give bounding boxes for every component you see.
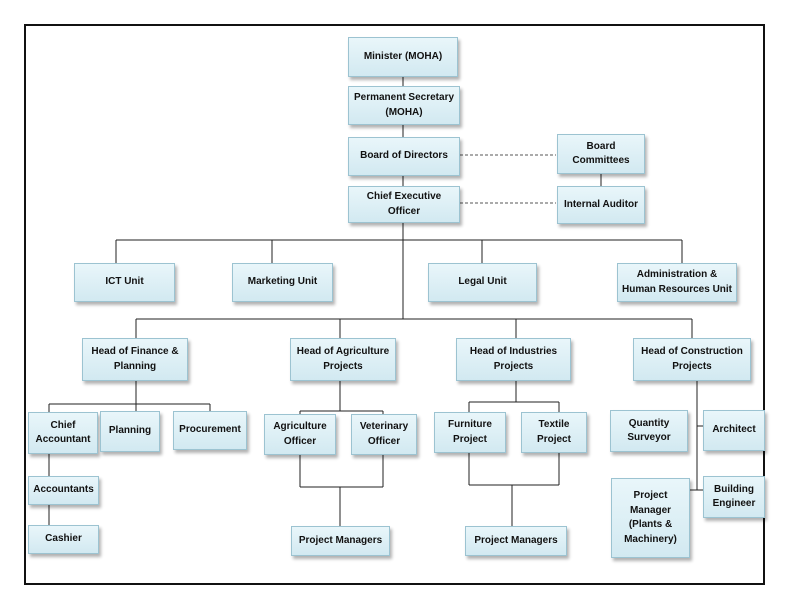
node-ict-unit: ICT Unit <box>74 263 175 302</box>
node-planning-label: Planning <box>108 425 152 437</box>
node-furniture-project: Furniture Project <box>434 412 506 453</box>
node-head-industries: Head of Industries Projects <box>456 338 571 381</box>
node-head-finance: Head of Finance & Planning <box>82 338 188 381</box>
node-building-engineer-label: Building Engineer <box>712 483 756 510</box>
node-planning: Planning <box>100 411 160 452</box>
node-legal-unit: Legal Unit <box>428 263 537 302</box>
node-board-committees: Board Committees <box>557 134 645 174</box>
node-architect-label: Architect <box>712 424 756 436</box>
node-minister: Minister (MOHA) <box>348 37 458 77</box>
node-minister-label: Minister (MOHA) <box>363 50 443 62</box>
node-admin-hr-unit: Administration & Human Resources Unit <box>617 263 737 302</box>
node-permanent-secretary: Permanent Secretary (MOHA) <box>348 86 460 125</box>
node-procurement: Procurement <box>173 411 247 450</box>
node-head-construction-label: Head of Construction Projects <box>641 346 743 372</box>
node-quantity-surveyor: Quantity Surveyor <box>610 410 688 452</box>
node-chief-executive-officer-label: Chief Executive Officer <box>366 191 442 217</box>
node-project-manager-plants-label: Project Manager (Plants & Machinery) <box>624 490 677 545</box>
node-procurement-label: Procurement <box>179 424 241 436</box>
node-agriculture-officer-label: Agriculture Officer <box>273 421 327 447</box>
node-furniture-project-label: Furniture Project <box>448 419 492 445</box>
diagram-frame <box>24 24 765 585</box>
node-accountants-label: Accountants <box>33 484 94 496</box>
node-veterinary-officer: Veterinary Officer <box>351 414 417 455</box>
node-legal-unit-label: Legal Unit <box>458 276 507 288</box>
node-cashier-label: Cashier <box>45 533 82 545</box>
node-agriculture-project-managers: Project Managers <box>291 526 390 556</box>
node-textile-project: Textile Project <box>521 412 587 453</box>
node-veterinary-officer-label: Veterinary Officer <box>359 421 409 447</box>
node-agriculture-officer: Agriculture Officer <box>264 414 336 455</box>
node-chief-accountant: Chief Accountant <box>28 412 98 454</box>
node-head-industries-label: Head of Industries Projects <box>469 346 558 372</box>
node-board-committees-label: Board Committees <box>572 140 630 167</box>
node-head-agriculture: Head of Agriculture Projects <box>290 338 396 381</box>
node-industries-project-managers: Project Managers <box>465 526 567 556</box>
node-building-engineer: Building Engineer <box>703 476 765 518</box>
node-ict-unit-label: ICT Unit <box>105 276 144 288</box>
node-board-of-directors-label: Board of Directors <box>360 150 448 162</box>
node-head-agriculture-label: Head of Agriculture Projects <box>296 346 390 372</box>
node-agriculture-project-managers-label: Project Managers <box>298 534 383 546</box>
node-chief-accountant-label: Chief Accountant <box>35 419 91 446</box>
node-industries-project-managers-label: Project Managers <box>474 534 558 546</box>
node-internal-auditor: Internal Auditor <box>557 186 645 224</box>
node-cashier: Cashier <box>28 525 99 554</box>
node-admin-hr-unit-label: Administration & Human Resources Unit <box>621 269 733 295</box>
node-quantity-surveyor-label: Quantity Surveyor <box>627 417 671 444</box>
node-permanent-secretary-label: Permanent Secretary (MOHA) <box>353 92 455 118</box>
node-accountants: Accountants <box>28 476 99 505</box>
node-marketing-unit-label: Marketing Unit <box>247 276 318 288</box>
node-internal-auditor-label: Internal Auditor <box>563 198 639 210</box>
node-textile-project-label: Textile Project <box>537 419 571 445</box>
node-head-finance-label: Head of Finance & Planning <box>91 346 179 372</box>
node-board-of-directors: Board of Directors <box>348 137 460 176</box>
node-architect: Architect <box>703 410 765 451</box>
node-marketing-unit: Marketing Unit <box>232 263 333 302</box>
node-chief-executive-officer: Chief Executive Officer <box>348 186 460 223</box>
node-project-manager-plants: Project Manager (Plants & Machinery) <box>611 478 690 558</box>
node-head-construction: Head of Construction Projects <box>633 338 751 381</box>
